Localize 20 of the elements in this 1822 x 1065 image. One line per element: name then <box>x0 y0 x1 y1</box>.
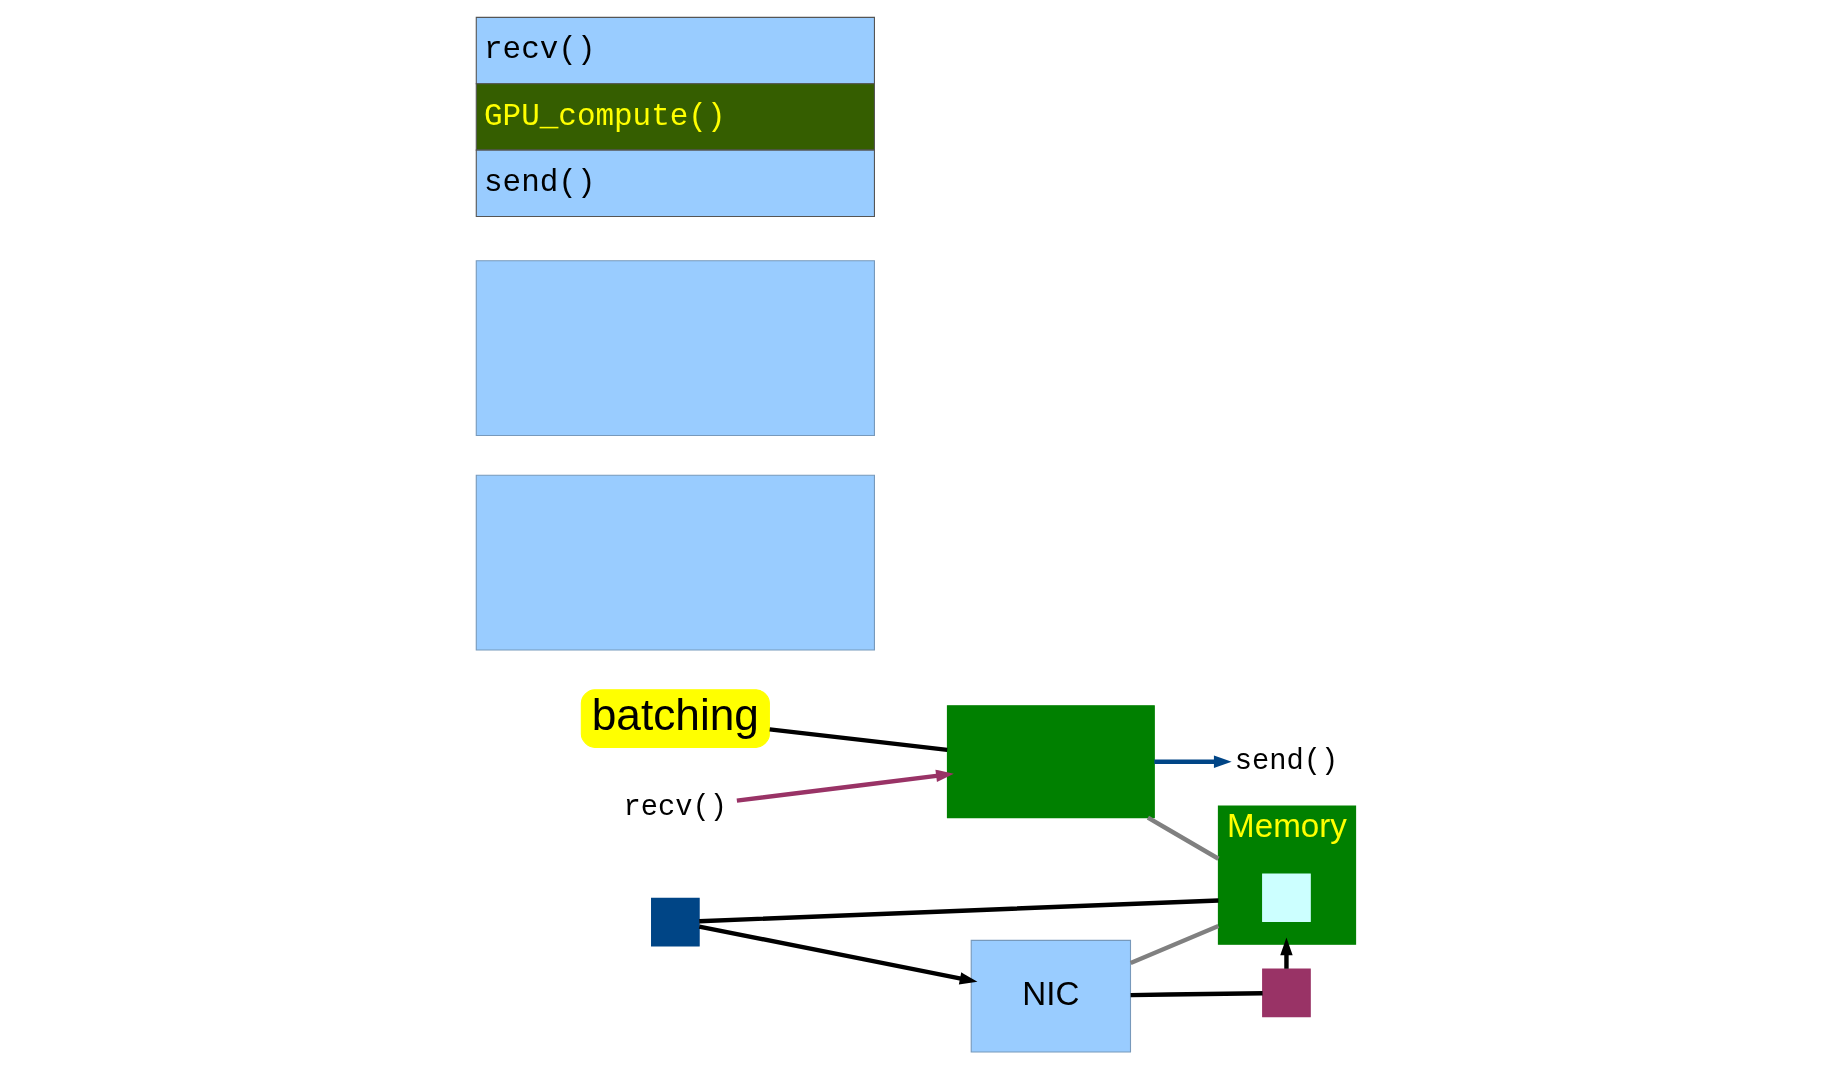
connector <box>1146 815 1220 861</box>
node-box <box>946 705 1155 819</box>
arrow <box>698 924 977 985</box>
connector <box>698 898 1218 924</box>
connector <box>768 727 947 753</box>
node-text: recv() <box>623 791 727 825</box>
arrow <box>736 769 954 803</box>
node-box: NIC <box>970 939 1131 1053</box>
node-box <box>475 260 875 436</box>
node-box <box>475 474 875 651</box>
arrow <box>1279 937 1293 969</box>
arrow <box>1153 755 1232 768</box>
node-box <box>1261 873 1311 923</box>
node-box <box>650 897 700 947</box>
node-box: batching <box>580 689 770 748</box>
connector <box>1130 991 1263 998</box>
node-box <box>1261 968 1311 1018</box>
cluster: Memory <box>1217 805 1356 945</box>
node-text: send() <box>1234 744 1338 778</box>
connector <box>1129 923 1219 966</box>
